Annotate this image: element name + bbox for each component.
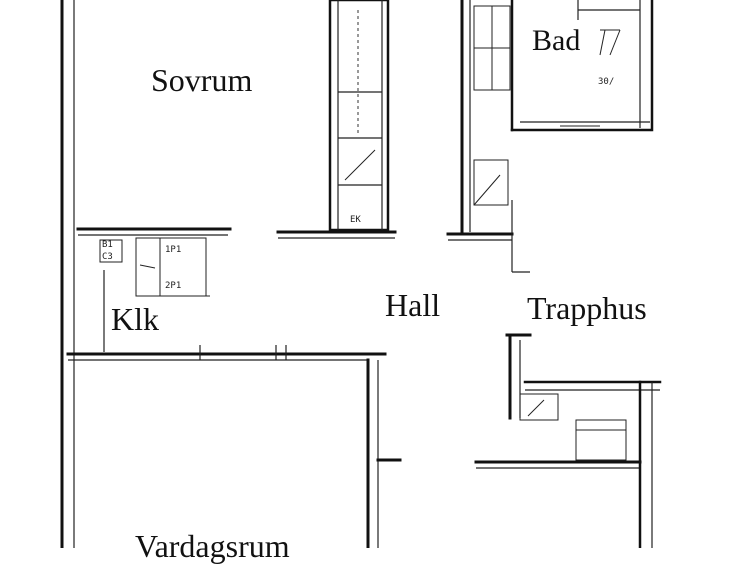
kitchen-label-b1: B1 xyxy=(102,240,113,250)
living-room-walls xyxy=(66,345,402,548)
wardrobe-label: EK xyxy=(350,215,361,225)
floor-plan: EK 30/ B1 C3 1P1 xyxy=(60,0,662,548)
room-label-sovrum: Sovrum xyxy=(151,62,253,98)
room-label-vardagsrum: Vardagsrum xyxy=(135,528,290,564)
kitchen-label-1p1: 1P1 xyxy=(165,245,181,255)
stairwell-walls xyxy=(474,333,662,548)
room-label-trapphus: Trapphus xyxy=(527,290,647,326)
kitchen-label-c3: C3 xyxy=(102,252,113,262)
outer-walls xyxy=(60,0,75,548)
room-label-hall: Hall xyxy=(385,287,441,323)
room-label-klk: Klk xyxy=(111,301,159,337)
room-label-bad: Bad xyxy=(532,24,581,57)
kitchen-label-2p1: 2P1 xyxy=(165,281,181,291)
bathroom-note: 30/ xyxy=(598,77,614,87)
kitchen-fixtures: B1 C3 1P1 2P1 xyxy=(76,227,232,352)
wardrobe-column: EK xyxy=(276,0,397,239)
bathroom-walls: 30/ xyxy=(446,0,654,273)
